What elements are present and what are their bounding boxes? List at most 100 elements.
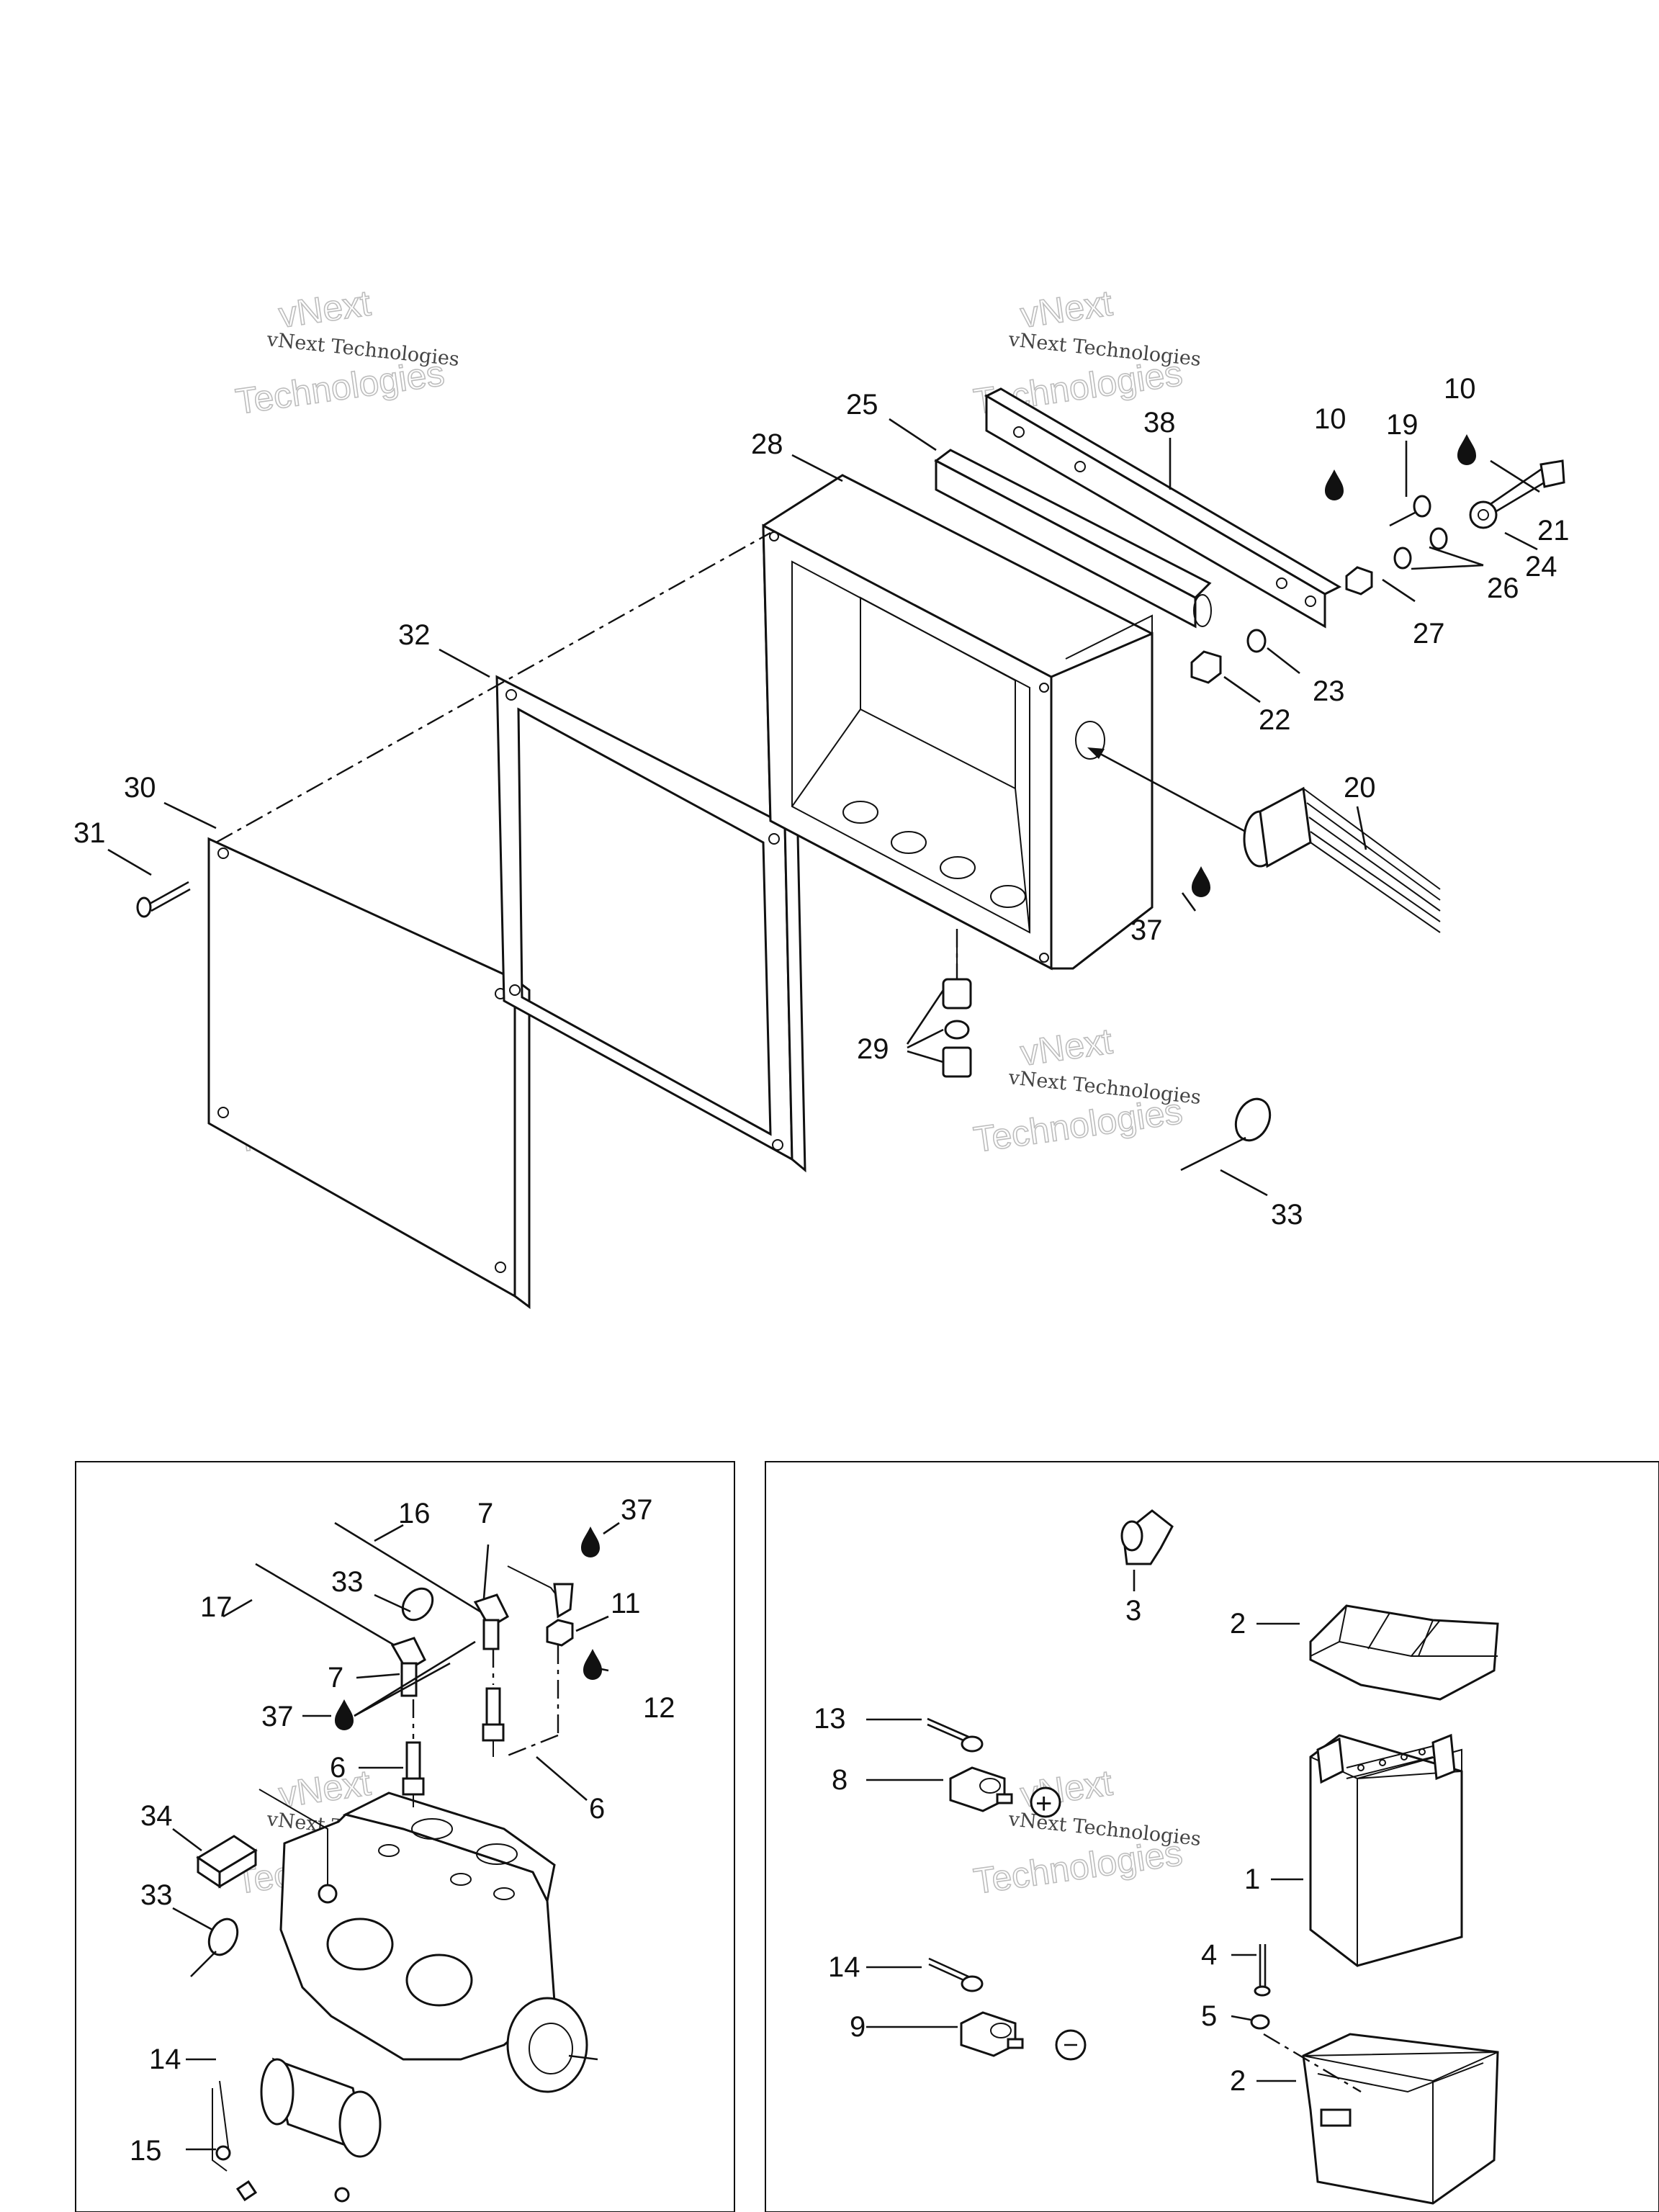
watermark-bottom-right: Technologies vNext vNext Technologies <box>971 1762 1202 1902</box>
callout-label: 16 <box>398 1498 431 1529</box>
callouts-top: 25 38 10 19 10 28 21 24 26 27 32 23 22 2… <box>73 373 1570 1231</box>
bolt-4 <box>1254 1944 1271 1997</box>
callout-label: 33 <box>331 1566 364 1598</box>
positive-cable <box>927 1717 984 1753</box>
callout-label: 10 <box>1444 373 1476 405</box>
callout-leaders-right <box>866 1570 1303 2082</box>
callout-label: 33 <box>140 1879 173 1911</box>
callout-label: 20 <box>1344 772 1376 804</box>
spark-plug-wires <box>255 1521 483 1652</box>
callout-leaders-left <box>172 1521 620 2151</box>
callout-label: 23 <box>1313 675 1345 707</box>
callout-label: 31 <box>73 817 106 849</box>
callout-label: 27 <box>1413 618 1445 649</box>
callout-label: 14 <box>828 1951 860 1983</box>
cover-plate <box>207 837 531 1309</box>
callout-label: 6 <box>589 1793 605 1825</box>
callout-label: 6 <box>330 1752 346 1784</box>
engine-assembly <box>212 1789 598 2203</box>
callout-label: 2 <box>1230 1608 1246 1640</box>
washer-23 <box>1246 629 1267 653</box>
screw-31 <box>136 881 191 918</box>
callout-label: 38 <box>1143 407 1176 439</box>
oil-drop-icon <box>583 1649 602 1680</box>
callout-label: 3 <box>1125 1595 1141 1627</box>
gasket <box>495 675 806 1173</box>
callout-label: 34 <box>140 1800 173 1832</box>
callout-label: 2 <box>1230 2065 1246 2097</box>
cable-tie-33-left <box>190 1587 434 1977</box>
callout-label: 25 <box>846 389 878 421</box>
battery-cover <box>1309 1604 1499 1701</box>
callout-label: 7 <box>328 1662 343 1694</box>
callout-label: 12 <box>643 1692 675 1724</box>
callouts-right: 3 2 13 8 1 4 5 14 9 2 <box>814 1595 1260 2097</box>
callout-label: 37 <box>621 1494 653 1526</box>
fittings-29 <box>942 929 972 1078</box>
oil-drop-icon <box>1457 434 1476 465</box>
oil-drop-icon <box>1325 469 1344 500</box>
vent-cap <box>1120 1509 1174 1565</box>
callout-label: 21 <box>1537 515 1570 547</box>
callout-label: 37 <box>261 1701 294 1732</box>
callout-label: 1 <box>1244 1863 1260 1895</box>
bracket-bar <box>984 387 1342 629</box>
callout-label: 10 <box>1314 403 1346 435</box>
callout-label: 17 <box>200 1591 233 1623</box>
callout-label: 9 <box>850 2011 866 2043</box>
callout-label: 13 <box>814 1703 846 1735</box>
callout-label: 29 <box>857 1033 889 1065</box>
callouts-left: 16 7 37 33 11 17 12 7 37 6 6 34 33 14 15 <box>130 1494 675 2167</box>
callout-label: 15 <box>130 2135 162 2167</box>
callout-label: 26 <box>1487 572 1519 604</box>
spark-plugs <box>402 1687 505 1807</box>
battery-tray <box>1302 2033 1499 2205</box>
alignment-line <box>503 1734 559 1758</box>
watermark-top-left: Technologies vNext vNext Technologies <box>233 282 460 423</box>
callout-label: 30 <box>124 772 156 804</box>
wire-harness-connector <box>1087 747 1441 933</box>
alignment-line <box>215 531 771 844</box>
oil-drop-icon <box>335 1699 354 1730</box>
connector-block <box>196 1835 258 1889</box>
callout-label: 7 <box>477 1498 493 1529</box>
engine-detail-panel <box>75 1461 735 2212</box>
callout-label: 33 <box>1271 1199 1303 1231</box>
battery <box>1309 1733 1463 1968</box>
bolt-21 <box>1490 459 1565 513</box>
callout-label: 8 <box>832 1764 848 1796</box>
nut-27 <box>1345 566 1373 595</box>
svg-text:vNext: vNext <box>1018 1021 1115 1074</box>
oil-drop-icon <box>581 1527 600 1557</box>
temp-sensor <box>507 1565 574 1647</box>
watermark-mid-right: Technologies vNext vNext Technologies <box>971 1020 1202 1161</box>
callout-label: 22 <box>1259 704 1291 736</box>
negative-cable <box>928 1957 984 1992</box>
rail <box>934 449 1212 629</box>
nut-22 <box>1190 650 1222 684</box>
callout-label: 14 <box>149 2044 181 2075</box>
enclosure-box <box>762 474 1154 971</box>
plus-icon: + <box>1035 1788 1052 1820</box>
svg-text:vNext: vNext <box>276 283 373 336</box>
washers-26 <box>1393 527 1448 570</box>
callout-label: 37 <box>1130 914 1163 946</box>
cable-tie-33-top <box>1180 1097 1272 1172</box>
callout-label: 4 <box>1201 1939 1217 1971</box>
callout-label: 28 <box>751 428 783 460</box>
oil-drop-icon <box>1192 866 1210 897</box>
callout-leaders-top <box>107 418 1540 1197</box>
callout-label: 19 <box>1386 409 1419 441</box>
negative-terminal-clamp <box>960 2011 1087 2061</box>
screw-19 <box>1389 495 1431 527</box>
callout-label: 5 <box>1201 2000 1217 2032</box>
washer-5 <box>1250 2014 1270 2030</box>
callout-label: 32 <box>398 619 431 651</box>
positive-terminal-clamp: + <box>949 1766 1061 1820</box>
battery-detail-panel <box>765 1461 1659 2212</box>
alignment-line <box>1263 2033 1362 2093</box>
callout-label: 24 <box>1525 551 1557 583</box>
star-washer-24 <box>1469 500 1498 529</box>
